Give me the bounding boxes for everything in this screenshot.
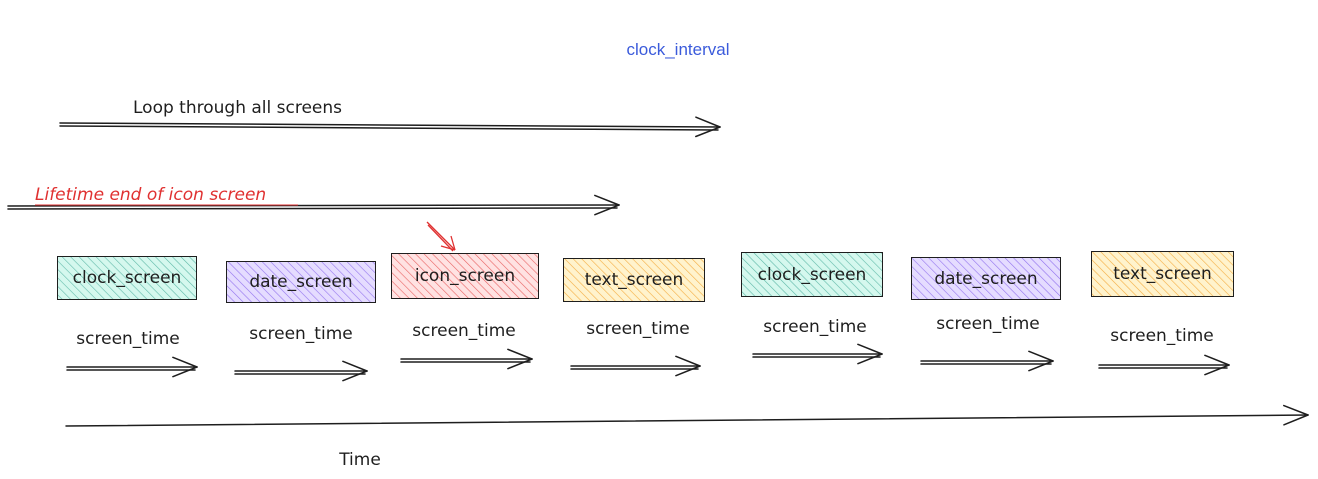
- screen-time-arrow: [400, 348, 533, 370]
- screen-time-label: screen_time: [249, 324, 353, 344]
- screen-box-fill: [911, 257, 1061, 300]
- screen-time-label: screen_time: [763, 317, 867, 337]
- screen-box-fill: [391, 253, 539, 299]
- screen-box-label: text_screen: [1113, 264, 1212, 284]
- screen-box-label: date_screen: [934, 268, 1038, 289]
- time-axis-arrow: [65, 404, 1309, 427]
- screen-time-arrow: [1098, 354, 1230, 376]
- screen-box-fill: [57, 256, 197, 300]
- screen-time-arrow: [66, 356, 198, 378]
- screen-box-icon-screen: icon_screen: [391, 253, 539, 299]
- lifetime-arrow: [7, 194, 620, 216]
- screen-box-text-screen: text_screen: [1091, 251, 1234, 297]
- screen-time-label: screen_time: [936, 314, 1040, 334]
- screen-box-label: date_screen: [249, 272, 353, 292]
- screen-box-clock-screen: clock_screen: [57, 256, 197, 300]
- screen-box-fill: [563, 258, 705, 302]
- screen-box-clock-screen: clock_screen: [741, 252, 883, 297]
- lifetime-label: Lifetime end of icon screen: [35, 185, 267, 205]
- clock-interval-title: clock_interval: [626, 40, 730, 59]
- screen-box-fill: [741, 252, 883, 297]
- screen-box-label: clock_screen: [72, 268, 182, 288]
- screen-time-arrow: [752, 343, 883, 365]
- screen-box-text-screen: text_screen: [563, 258, 705, 302]
- screen-box-fill: [1091, 251, 1234, 297]
- screen-time-arrow: [920, 350, 1054, 372]
- screen-box-label: icon_screen: [414, 266, 516, 286]
- screen-box-date-screen: date_screen: [226, 261, 376, 303]
- time-axis-label: Time: [339, 450, 381, 470]
- screen-time-label: screen_time: [1110, 326, 1214, 346]
- icon-screen-pointer-arrow: [426, 221, 456, 252]
- screen-box-label: text_screen: [584, 270, 684, 290]
- screen-time-arrow: [234, 360, 368, 382]
- screen-box-date-screen: date_screen: [911, 257, 1061, 300]
- screen-time-arrow: [570, 355, 701, 377]
- screen-time-label: screen_time: [412, 321, 516, 341]
- loop-label: Loop through all screens: [133, 98, 343, 118]
- screen-box-label: clock_screen: [757, 264, 867, 285]
- screen-time-label: screen_time: [586, 319, 690, 339]
- loop-arrow: [59, 116, 721, 138]
- screen-time-label: screen_time: [76, 329, 180, 349]
- screen-box-fill: [226, 261, 376, 303]
